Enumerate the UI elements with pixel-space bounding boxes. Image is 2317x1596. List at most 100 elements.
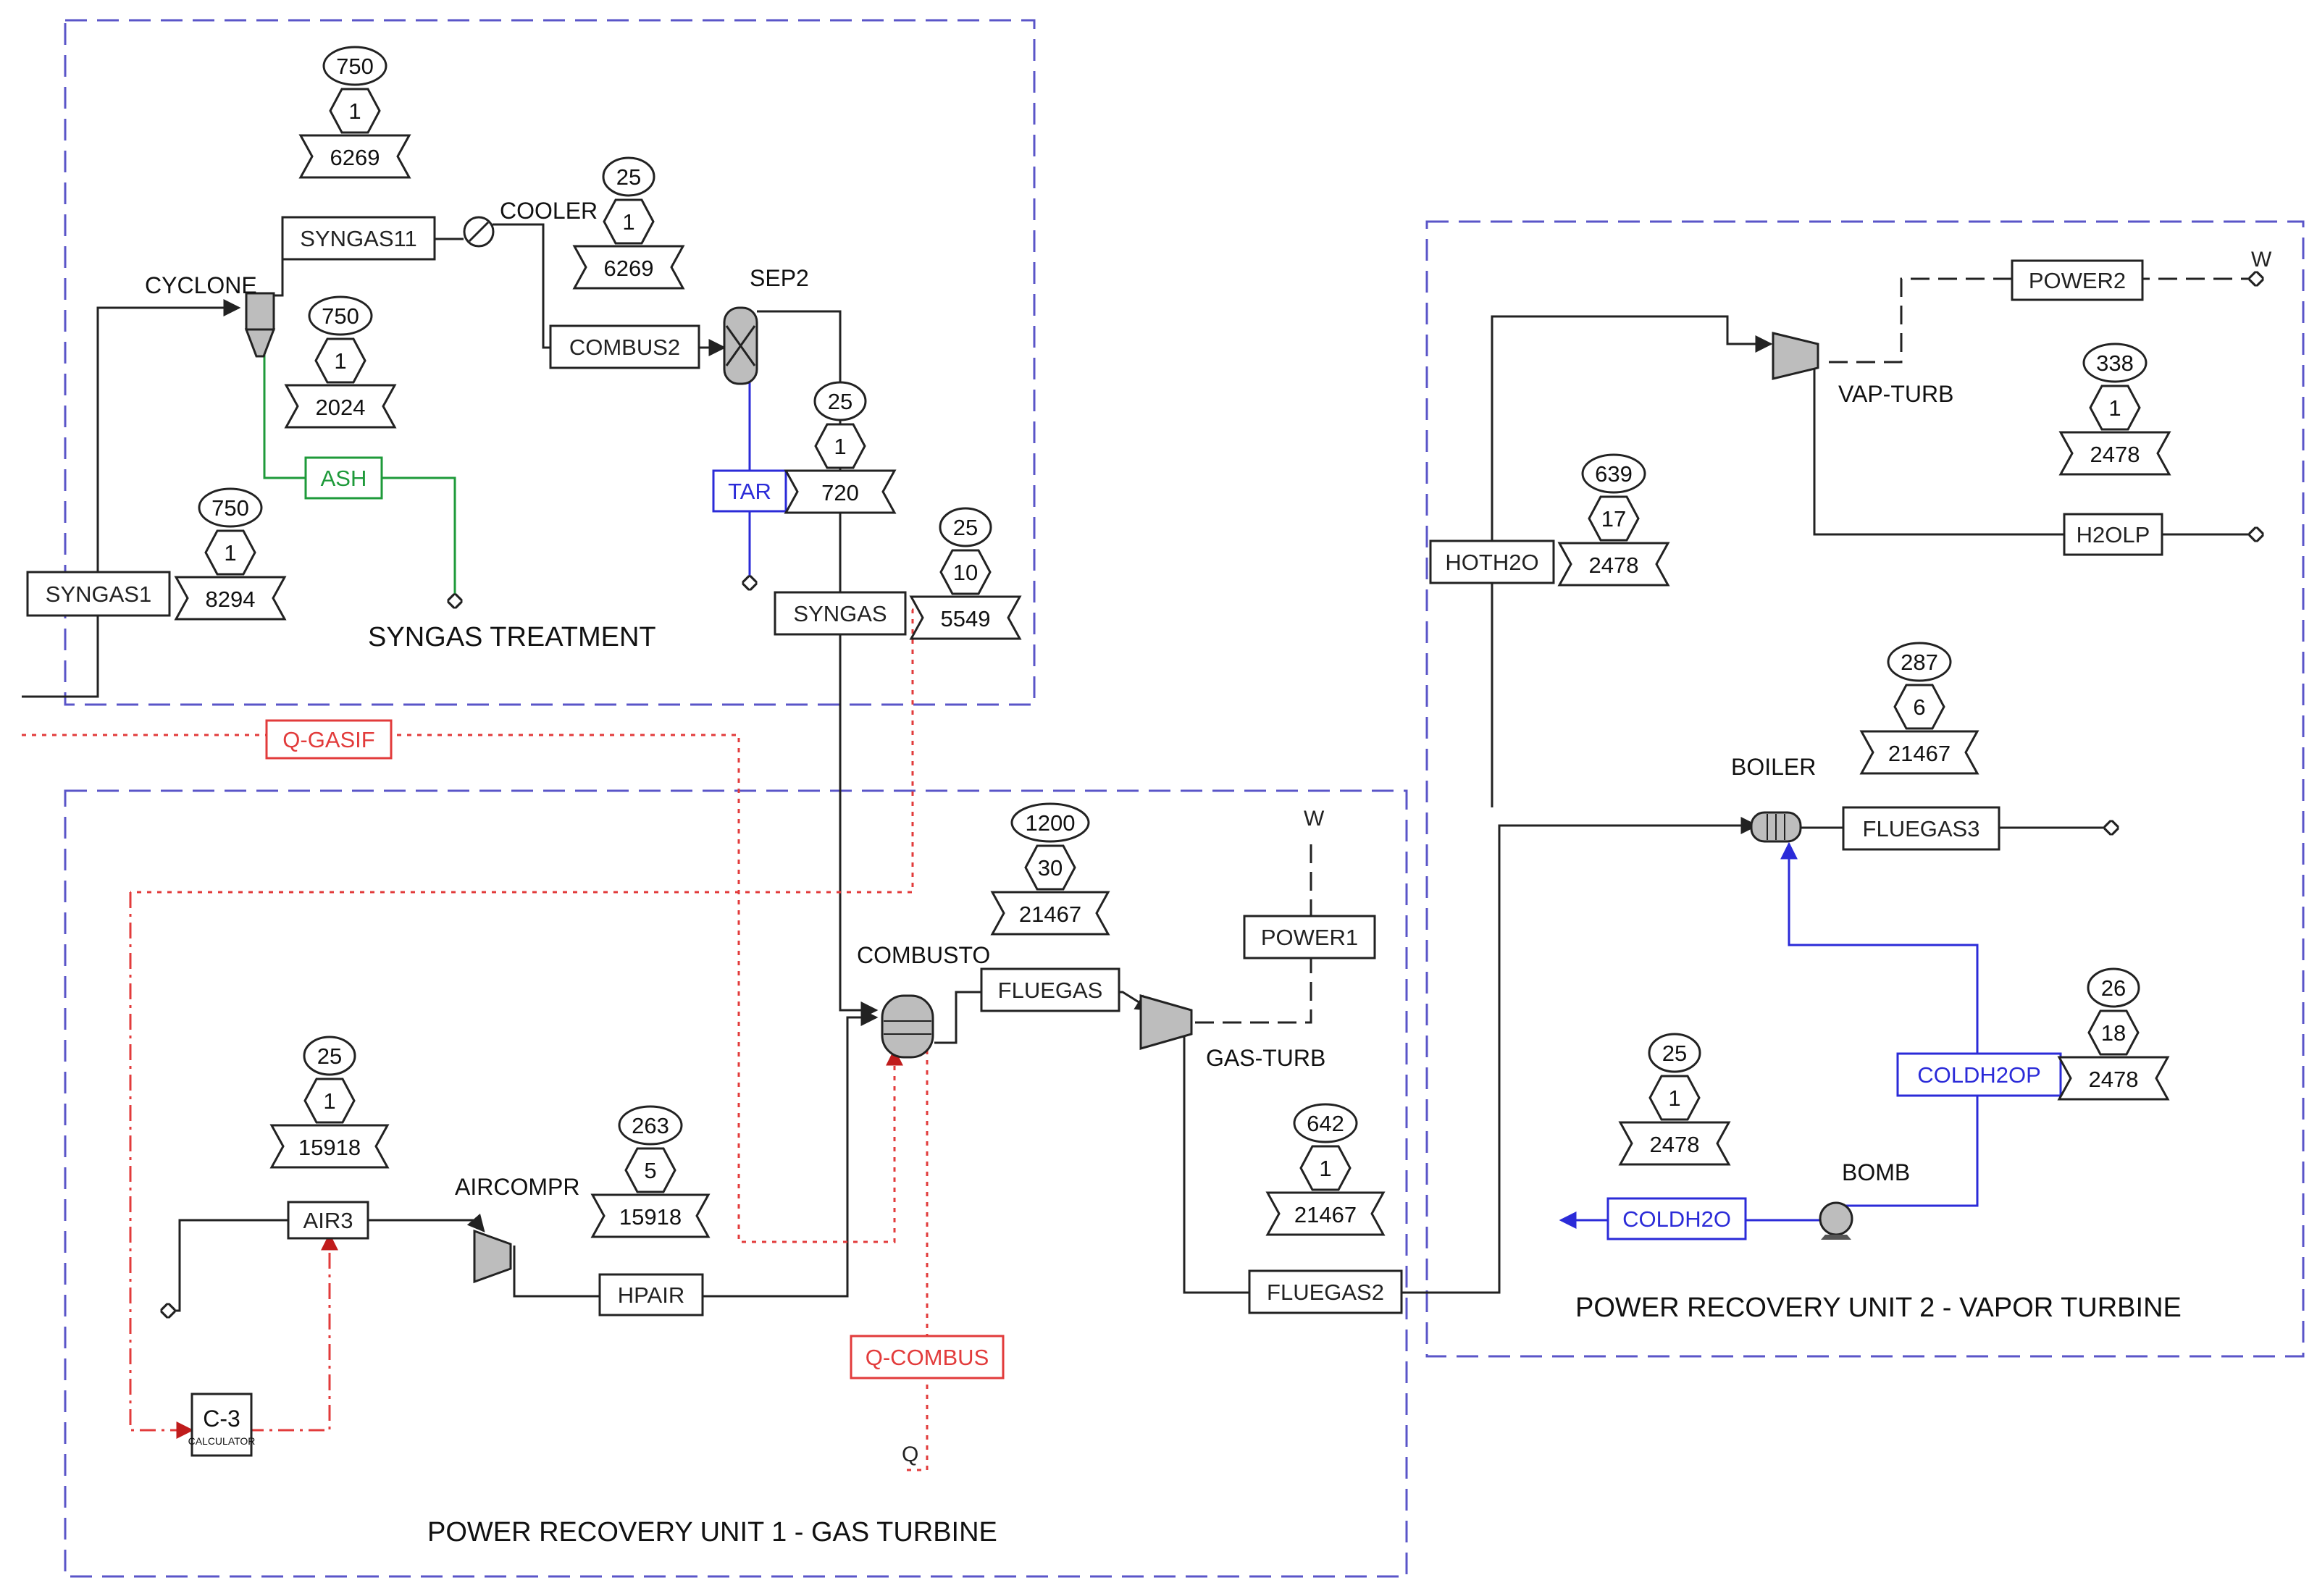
tag-flow-value: 2478 <box>2089 1067 2139 1092</box>
stream-label-w2[interactable]: W <box>2251 248 2272 272</box>
stream-label-fluegas2[interactable]: FLUEGAS2 <box>1248 1269 1403 1314</box>
tag-pressure-value: 1 <box>2108 395 2121 421</box>
material-lines <box>22 223 2256 1311</box>
tag-temp-value: 750 <box>336 54 374 79</box>
stream-label-text: HOTH2O <box>1445 550 1538 575</box>
condition-tag-fluegas: 1200 30 21467 <box>990 802 1110 936</box>
calculator-icon[interactable]: C-3 CALCULATOR <box>188 1393 256 1457</box>
tag-flow-value: 15918 <box>619 1204 682 1230</box>
stream-label-ash[interactable]: ASH <box>304 456 383 500</box>
stream-label-text: HPAIR <box>618 1282 684 1308</box>
tag-pressure-value: 17 <box>1601 506 1626 532</box>
boiler-icon[interactable]: BOILER <box>1731 754 1816 843</box>
condition-tag-coldh2op: 26 18 2478 <box>2057 967 2170 1101</box>
region-vapor-turbine: POWER RECOVERY UNIT 2 - VAPOR TURBINE <box>1425 220 2305 1358</box>
stream-label-coldh2o[interactable]: COLDH2O <box>1606 1197 1747 1240</box>
stream-label-q-combus[interactable]: Q-COMBUS <box>850 1335 1005 1379</box>
stream-label-w1[interactable]: W <box>1304 807 1325 831</box>
cyclone-label: CYCLONE <box>145 272 257 298</box>
tag-pressure-value: 18 <box>2101 1020 2126 1046</box>
tag-flow-value: 2478 <box>1589 553 1639 578</box>
heat-streams <box>22 608 929 1471</box>
tag-temp-value: 287 <box>1901 650 1938 675</box>
stream-label-text: FLUEGAS2 <box>1267 1280 1384 1305</box>
pump-icon[interactable]: BOMB <box>1819 1159 1910 1240</box>
gas-turbine-icon[interactable]: GAS-TURB <box>1139 994 1325 1071</box>
stream-label-fluegas3[interactable]: FLUEGAS3 <box>1842 806 2000 851</box>
region-syngas-treatment-label: SYNGAS TREATMENT <box>368 622 656 652</box>
stream-label-text: COLDH2O <box>1622 1206 1731 1232</box>
stream-label-tar[interactable]: TAR <box>712 469 787 513</box>
tag-temp-value: 642 <box>1307 1111 1344 1136</box>
stream-label-text: ASH <box>321 466 367 491</box>
stream-label-hoth2o[interactable]: HOTH2O <box>1429 539 1555 584</box>
stream-label-coldh2op[interactable]: COLDH2OP <box>1896 1052 2062 1097</box>
tag-flow-value: 6269 <box>604 256 654 281</box>
stream-label-text: COMBUS2 <box>569 335 680 360</box>
tag-pressure-value: 5 <box>644 1158 656 1183</box>
combustor-icon[interactable]: COMBUSTO <box>857 942 990 1059</box>
tag-temp-value: 26 <box>2101 975 2126 1001</box>
vapor-turbine-icon[interactable]: VAP-TURB <box>1772 332 1953 407</box>
stream-label-fluegas[interactable]: FLUEGAS <box>980 967 1120 1012</box>
tag-pressure-value: 1 <box>834 434 846 459</box>
stream-label-text: Q-GASIF <box>282 727 374 752</box>
tag-flow-value: 8294 <box>206 587 256 612</box>
stream-label-text: TAR <box>728 479 771 504</box>
stream-label-syngas[interactable]: SYNGAS <box>774 591 907 636</box>
tag-flow-value: 15918 <box>298 1135 361 1160</box>
tag-temp-value: 25 <box>953 515 978 540</box>
stream-label-text: FLUEGAS3 <box>1863 816 1980 841</box>
stream-label-syngas11[interactable]: SYNGAS11 <box>281 216 436 261</box>
stream-label-h2olp[interactable]: H2OLP <box>2063 513 2163 556</box>
tag-pressure-value: 30 <box>1038 855 1063 881</box>
stream-label-air3[interactable]: AIR3 <box>287 1201 369 1240</box>
tag-flow-value: 21467 <box>1019 902 1081 927</box>
stream-label-combus2[interactable]: COMBUS2 <box>549 324 700 369</box>
tag-temp-value: 338 <box>2096 350 2134 376</box>
stream-label-syngas1[interactable]: SYNGAS1 <box>26 571 171 617</box>
sep2-icon[interactable]: SEP2 <box>723 265 809 385</box>
tag-pressure-value: 1 <box>224 540 236 566</box>
cooler-icon[interactable]: COOLER <box>463 198 598 248</box>
tag-temp-value: 263 <box>632 1113 669 1138</box>
tag-pressure-value: 1 <box>334 348 346 374</box>
tag-flow-value: 5549 <box>941 606 991 631</box>
stream-label-q[interactable]: Q <box>902 1442 918 1466</box>
stream-label-power1[interactable]: POWER1 <box>1243 915 1376 959</box>
tag-pressure-value: 10 <box>953 560 978 585</box>
calculator-label: C-3 <box>203 1406 240 1432</box>
tag-pressure-value: 1 <box>1319 1156 1331 1181</box>
work-streams <box>1195 279 2256 1024</box>
stream-label-q-gasif[interactable]: Q-GASIF <box>265 719 393 760</box>
tag-temp-value: 750 <box>211 495 249 521</box>
stream-label-hpair[interactable]: HPAIR <box>598 1273 704 1316</box>
cyclone-icon[interactable]: CYCLONE <box>145 272 276 358</box>
stream-label-text: Q <box>902 1442 918 1466</box>
tag-pressure-value: 1 <box>323 1088 335 1114</box>
stream-label-text: AIR3 <box>303 1208 353 1233</box>
tag-temp-value: 25 <box>616 164 641 190</box>
region-gas-turbine-label: POWER RECOVERY UNIT 1 - GAS TURBINE <box>427 1517 997 1547</box>
stream-label-power2[interactable]: POWER2 <box>2011 259 2144 301</box>
tag-temp-value: 1200 <box>1026 810 1076 836</box>
air-compressor-icon[interactable]: AIRCOMPR <box>455 1174 579 1284</box>
stream-label-text: W <box>2251 248 2272 272</box>
region-vapor-turbine-label: POWER RECOVERY UNIT 2 - VAPOR TURBINE <box>1575 1293 2182 1323</box>
tag-temp-value: 750 <box>322 303 359 329</box>
tag-temp-value: 25 <box>1662 1041 1687 1066</box>
stream-label-text: COLDH2OP <box>1917 1062 2041 1088</box>
tag-pressure-value: 1 <box>1668 1085 1680 1111</box>
air-compressor-label: AIRCOMPR <box>455 1174 579 1200</box>
